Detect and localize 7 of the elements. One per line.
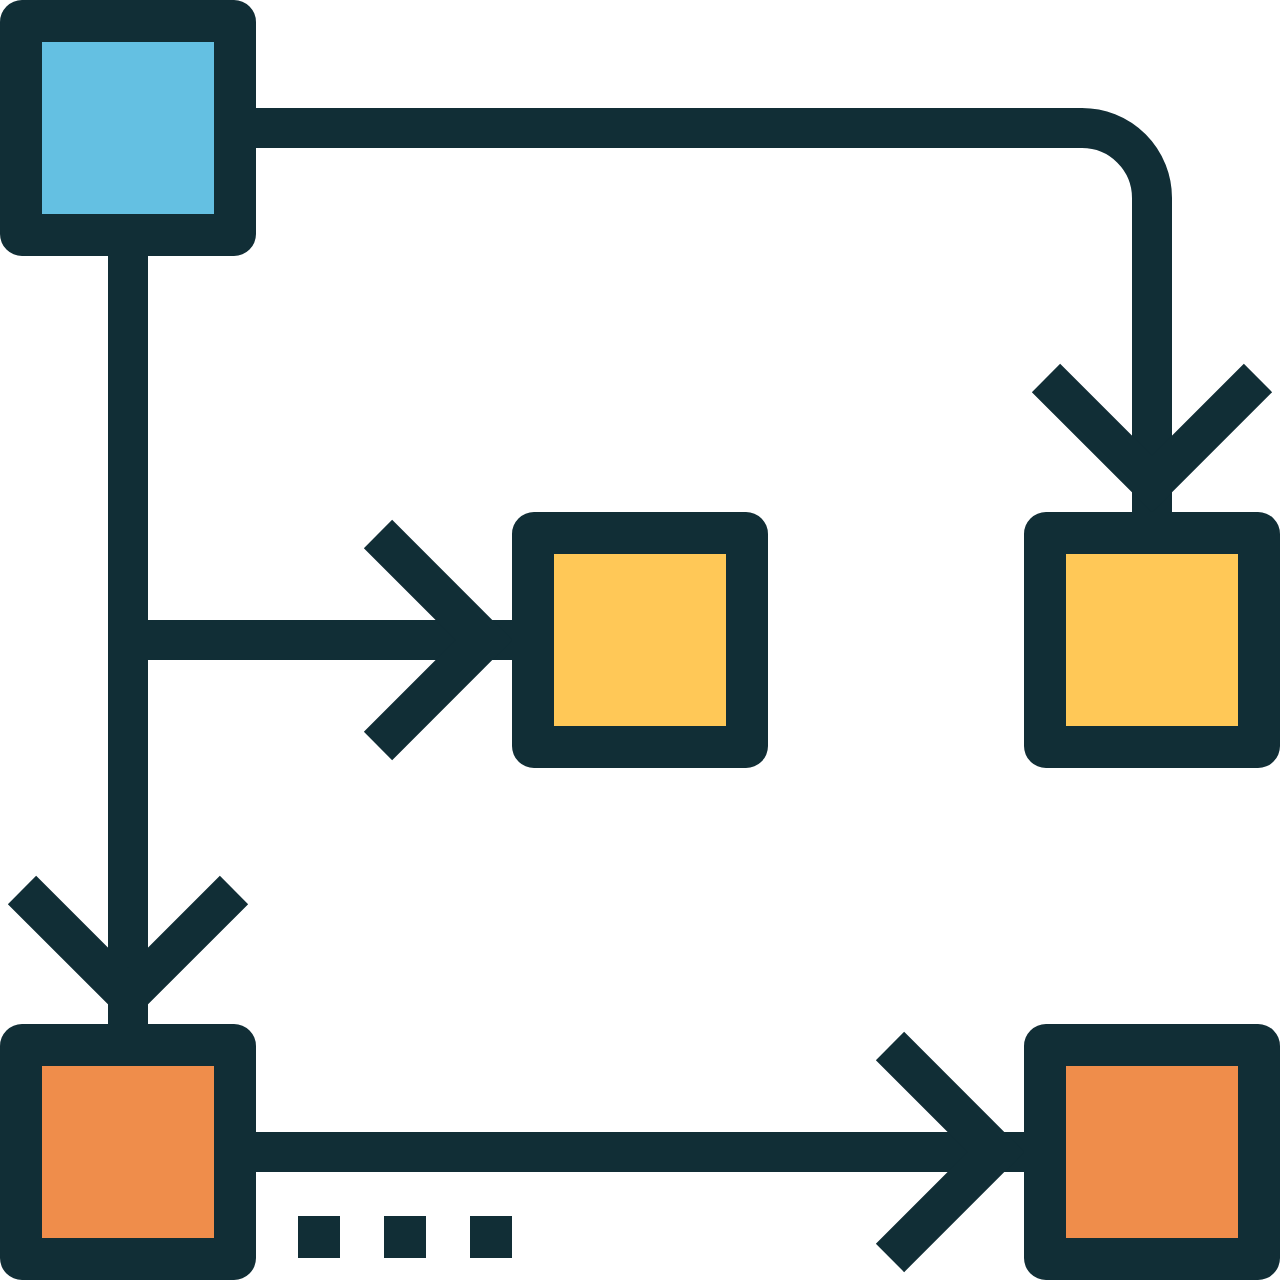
- arrow: [256, 108, 1278, 512]
- square-node: [1024, 1024, 1280, 1280]
- square-node: [0, 0, 256, 256]
- square-node: [512, 512, 768, 768]
- arrow: [256, 1026, 1024, 1278]
- square-node: [1024, 512, 1280, 768]
- square-node: [0, 1024, 256, 1280]
